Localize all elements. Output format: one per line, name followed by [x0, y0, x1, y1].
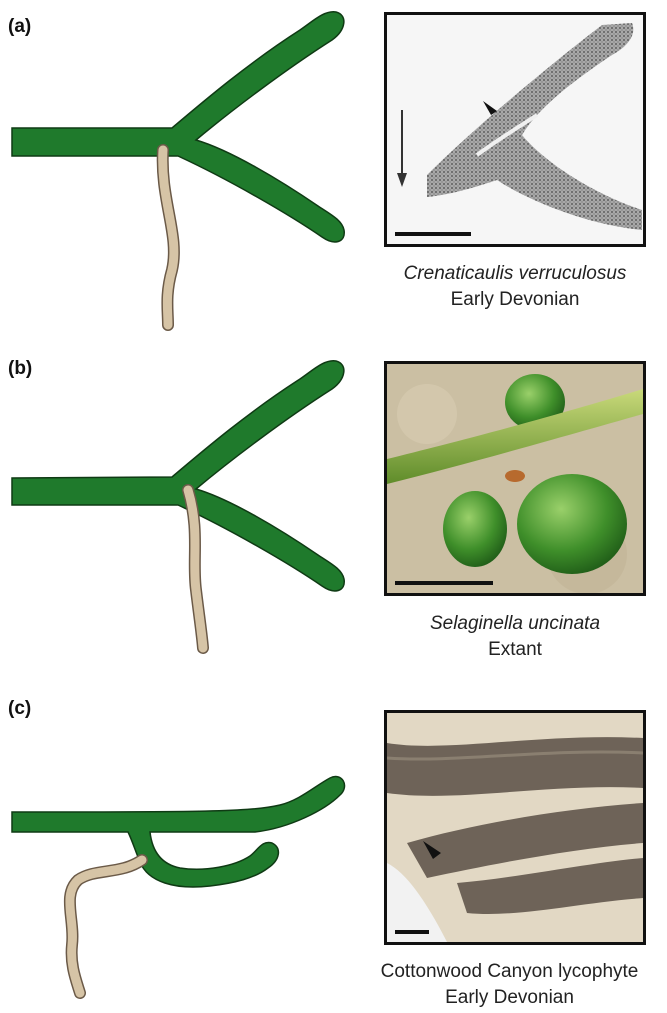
species-name: Selaginella uncinata [384, 611, 646, 637]
panel-b-caption: Selaginella uncinata Extant [384, 611, 646, 663]
geologic-age: Early Devonian [384, 287, 646, 313]
geologic-age: Early Devonian [352, 985, 667, 1011]
panel-b-photo [384, 361, 646, 596]
species-name: Cottonwood Canyon lycophyte [352, 959, 667, 985]
scale-bar [395, 581, 493, 585]
panel-a-photo [384, 12, 646, 247]
plant-photo-image [387, 364, 643, 593]
root-primordium [505, 470, 525, 482]
fossil-rock-image [387, 713, 643, 942]
leaf [443, 491, 507, 567]
shoot [12, 777, 345, 887]
fossil-section-image [387, 15, 643, 244]
shoot-branching [12, 12, 344, 242]
shoot [12, 361, 344, 591]
geologic-age: Extant [384, 637, 646, 663]
fossil-axis [387, 737, 643, 796]
panel-c-photo [384, 710, 646, 945]
fossil-tissue [427, 23, 642, 230]
scale-bar [395, 930, 429, 934]
panel-a-diagram [0, 0, 370, 340]
panel-b-diagram [0, 345, 370, 665]
scale-bar [395, 232, 471, 236]
panel-c-caption: Cottonwood Canyon lycophyte Early Devoni… [352, 959, 667, 1011]
species-name: Crenaticaulis verruculosus [384, 261, 646, 287]
shoot [12, 12, 344, 242]
panel-a-caption: Crenaticaulis verruculosus Early Devonia… [384, 261, 646, 313]
leaf [517, 474, 627, 574]
root [70, 860, 142, 993]
panel-c-diagram [0, 690, 370, 1013]
